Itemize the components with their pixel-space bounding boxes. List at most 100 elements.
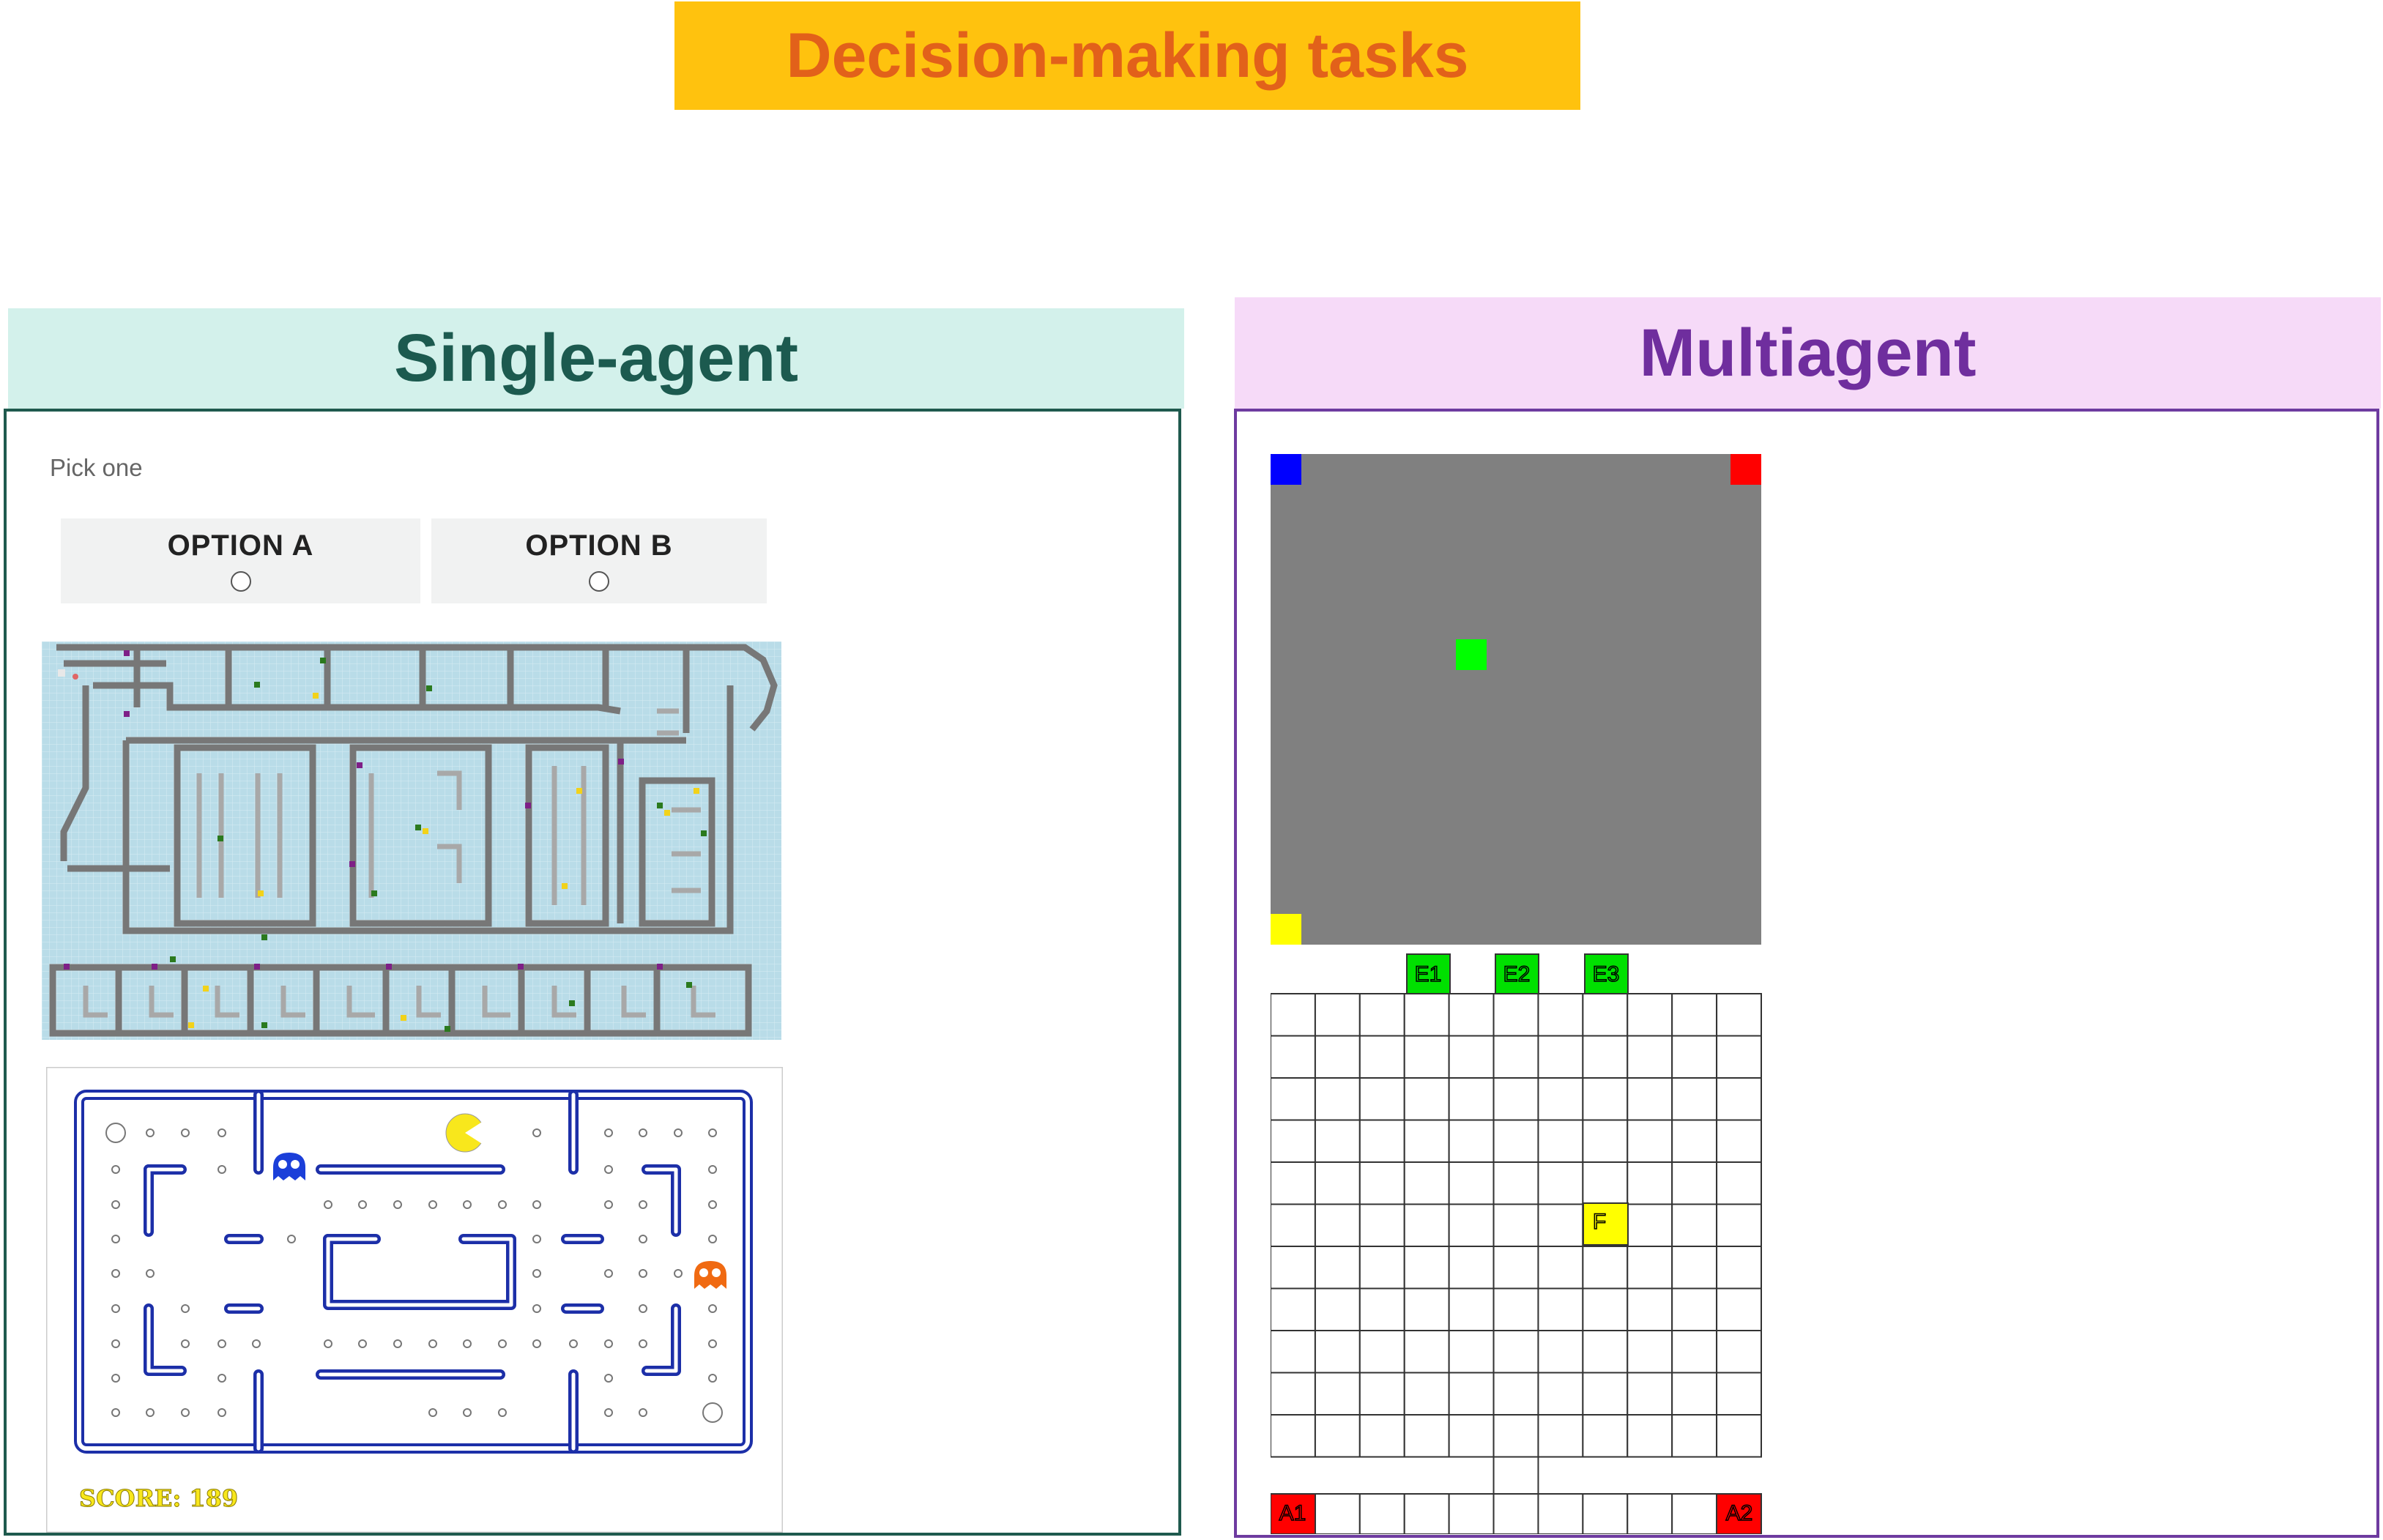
grid-cell bbox=[1492, 1287, 1539, 1331]
grid-cell bbox=[1448, 1161, 1495, 1205]
grid-cell bbox=[1448, 1119, 1495, 1163]
option-b-label: OPTION B bbox=[525, 529, 673, 562]
pellets bbox=[105, 1123, 723, 1423]
grid-cell bbox=[1492, 1493, 1539, 1534]
grid-cell bbox=[1627, 1330, 1673, 1374]
grid-cell bbox=[1582, 1330, 1629, 1374]
grid-cell bbox=[1358, 1330, 1405, 1374]
food-label: F bbox=[1593, 1210, 1606, 1234]
grid-cell bbox=[1448, 1035, 1495, 1079]
exit-e1: E1 bbox=[1406, 953, 1451, 994]
grid-cell bbox=[1627, 993, 1673, 1037]
grid-cell bbox=[1403, 1203, 1450, 1247]
green-agent-marker bbox=[1456, 639, 1487, 670]
grid-cell bbox=[1582, 1119, 1629, 1163]
grid-cell bbox=[1492, 1330, 1539, 1374]
agent-a2-label: A2 bbox=[1726, 1501, 1753, 1525]
grid-cell bbox=[1671, 1203, 1718, 1247]
option-a-radio[interactable] bbox=[230, 571, 251, 592]
option-b-button[interactable]: OPTION B bbox=[431, 518, 767, 603]
grid-cell bbox=[1358, 1035, 1405, 1079]
grid-cell bbox=[1716, 1119, 1762, 1163]
grid-cell bbox=[1671, 1493, 1718, 1534]
grid-cell bbox=[1582, 1077, 1629, 1121]
grid-cell bbox=[1358, 1493, 1405, 1534]
grid-cell bbox=[1271, 1035, 1316, 1079]
grid-cell bbox=[1627, 1035, 1673, 1079]
grid-cell bbox=[1627, 1493, 1673, 1534]
grid-cell bbox=[1627, 1287, 1673, 1331]
grid-cell bbox=[1582, 1493, 1629, 1534]
grid-cell bbox=[1271, 1077, 1316, 1121]
grid-cell bbox=[1271, 1246, 1316, 1290]
yellow-agent-marker bbox=[1271, 914, 1301, 945]
grid-cell bbox=[1314, 1372, 1361, 1416]
grid-cell bbox=[1448, 993, 1495, 1037]
grid-cell bbox=[1271, 1119, 1316, 1163]
grid-cell bbox=[1627, 1077, 1673, 1121]
grid-cell bbox=[1582, 1287, 1629, 1331]
grid-cell bbox=[1271, 1161, 1316, 1205]
grid-cell bbox=[1492, 1414, 1539, 1458]
orange-ghost-icon bbox=[694, 1261, 726, 1289]
grid-cell bbox=[1492, 1161, 1539, 1205]
multiagent-title: Multiagent bbox=[1639, 315, 1977, 390]
grid-cell bbox=[1537, 1077, 1584, 1121]
grid-cell bbox=[1627, 1119, 1673, 1163]
grid-cell bbox=[1716, 1203, 1762, 1247]
grid-cell bbox=[1448, 1287, 1495, 1331]
grid-cell bbox=[1314, 1035, 1361, 1079]
grid-cell bbox=[1271, 1287, 1316, 1331]
grid-cell bbox=[1716, 1287, 1762, 1331]
grid-cell bbox=[1314, 1493, 1361, 1534]
grid-cell bbox=[1403, 1330, 1450, 1374]
grid-cell bbox=[1358, 1246, 1405, 1290]
grid-cell bbox=[1537, 1414, 1584, 1458]
page-title: Decision-making tasks bbox=[786, 20, 1469, 91]
grid-cell bbox=[1627, 1372, 1673, 1416]
grid-cell bbox=[1671, 1287, 1718, 1331]
grid-cell bbox=[1671, 993, 1718, 1037]
grid-cell bbox=[1671, 1077, 1718, 1121]
exit-e3-label: E3 bbox=[1593, 962, 1620, 986]
grid-cell bbox=[1537, 1161, 1584, 1205]
grid-cell bbox=[1358, 993, 1405, 1037]
grid-cell bbox=[1314, 1414, 1361, 1458]
grid-cell bbox=[1314, 1246, 1361, 1290]
single-agent-title: Single-agent bbox=[393, 321, 799, 395]
grid-cell bbox=[1537, 1119, 1584, 1163]
grid-cell bbox=[1314, 1077, 1361, 1121]
grid-cell bbox=[1671, 1246, 1718, 1290]
food-cell: F bbox=[1583, 1202, 1629, 1246]
grid-cell bbox=[1627, 1414, 1673, 1458]
exit-e3: E3 bbox=[1584, 953, 1629, 994]
grid-cell bbox=[1492, 1456, 1539, 1495]
grid-cell bbox=[1492, 1035, 1539, 1079]
grid-cell bbox=[1403, 993, 1450, 1037]
grid-cell bbox=[1448, 1077, 1495, 1121]
gridworld-building-map bbox=[42, 641, 781, 1040]
grid-cell bbox=[1537, 993, 1584, 1037]
grid-cell bbox=[1403, 1287, 1450, 1331]
grid-cell bbox=[1448, 1203, 1495, 1247]
grid-cell bbox=[1358, 1203, 1405, 1247]
grid-cell bbox=[1537, 1493, 1584, 1534]
grid-cell bbox=[1448, 1372, 1495, 1416]
grid-cell bbox=[1358, 1119, 1405, 1163]
single-agent-header: Single-agent bbox=[8, 308, 1184, 409]
grid-cell bbox=[1716, 1035, 1762, 1079]
grid-cell bbox=[1671, 1119, 1718, 1163]
grid-cell bbox=[1448, 1493, 1495, 1534]
option-b-radio[interactable] bbox=[589, 571, 609, 592]
grid-cell bbox=[1358, 1077, 1405, 1121]
grid-cell bbox=[1492, 1119, 1539, 1163]
grid-cell bbox=[1271, 1372, 1316, 1416]
grid-cell bbox=[1271, 1414, 1316, 1458]
option-a-label: OPTION A bbox=[167, 529, 314, 562]
grid-cell bbox=[1716, 1246, 1762, 1290]
grid-cell bbox=[1358, 1287, 1405, 1331]
option-a-button[interactable]: OPTION A bbox=[61, 518, 420, 603]
page-title-banner: Decision-making tasks bbox=[674, 1, 1580, 110]
red-agent-marker bbox=[1730, 454, 1761, 485]
grid-cell bbox=[1492, 1246, 1539, 1290]
